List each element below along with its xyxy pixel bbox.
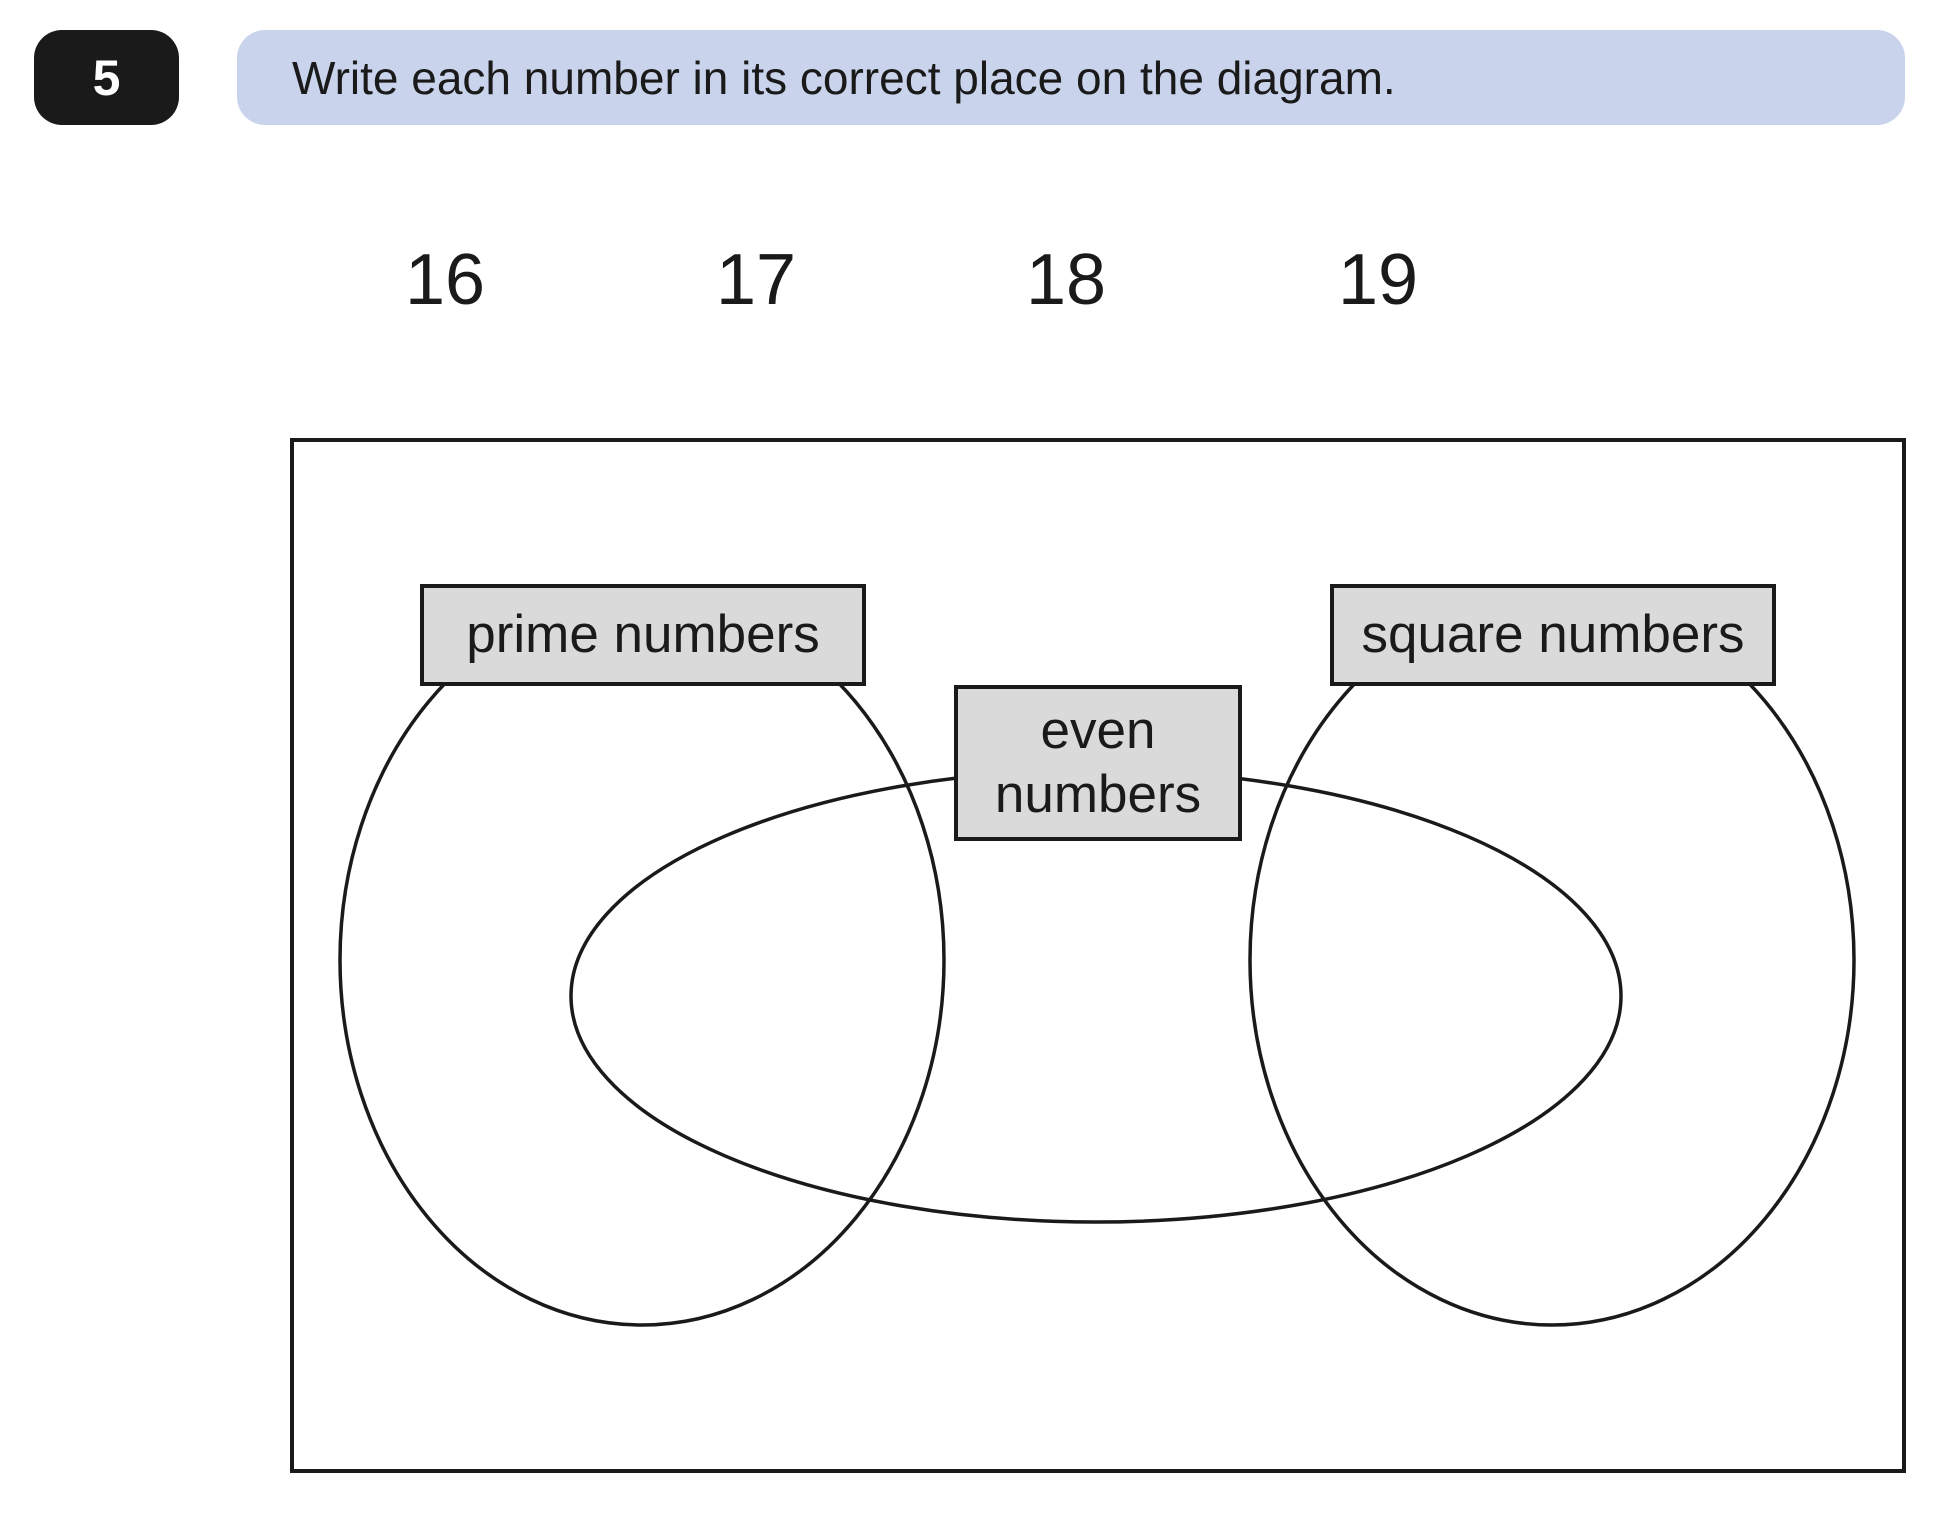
number-item[interactable]: 16: [404, 240, 486, 320]
instruction-bar: Write each number in its correct place o…: [237, 30, 1905, 125]
question-number-badge: 5: [34, 30, 179, 125]
number-item[interactable]: 17: [715, 240, 797, 320]
question-number: 5: [92, 49, 121, 106]
square-numbers-set[interactable]: [1248, 593, 1856, 1327]
number-item[interactable]: 19: [1337, 240, 1419, 320]
square-numbers-label: square numbers: [1330, 584, 1776, 686]
even-numbers-label-line2: numbers: [994, 765, 1202, 824]
square-numbers-label-text: square numbers: [1361, 605, 1745, 664]
instruction-text: Write each number in its correct place o…: [292, 51, 1396, 104]
prime-numbers-label: prime numbers: [420, 584, 866, 686]
number-item[interactable]: 18: [1025, 240, 1107, 320]
even-numbers-label: even numbers: [954, 685, 1242, 841]
prime-numbers-label-text: prime numbers: [466, 605, 820, 664]
prime-numbers-set[interactable]: [338, 593, 946, 1327]
numbers-row: 16 17 18 19: [0, 240, 1945, 320]
even-numbers-label-line1: even: [1040, 701, 1156, 760]
